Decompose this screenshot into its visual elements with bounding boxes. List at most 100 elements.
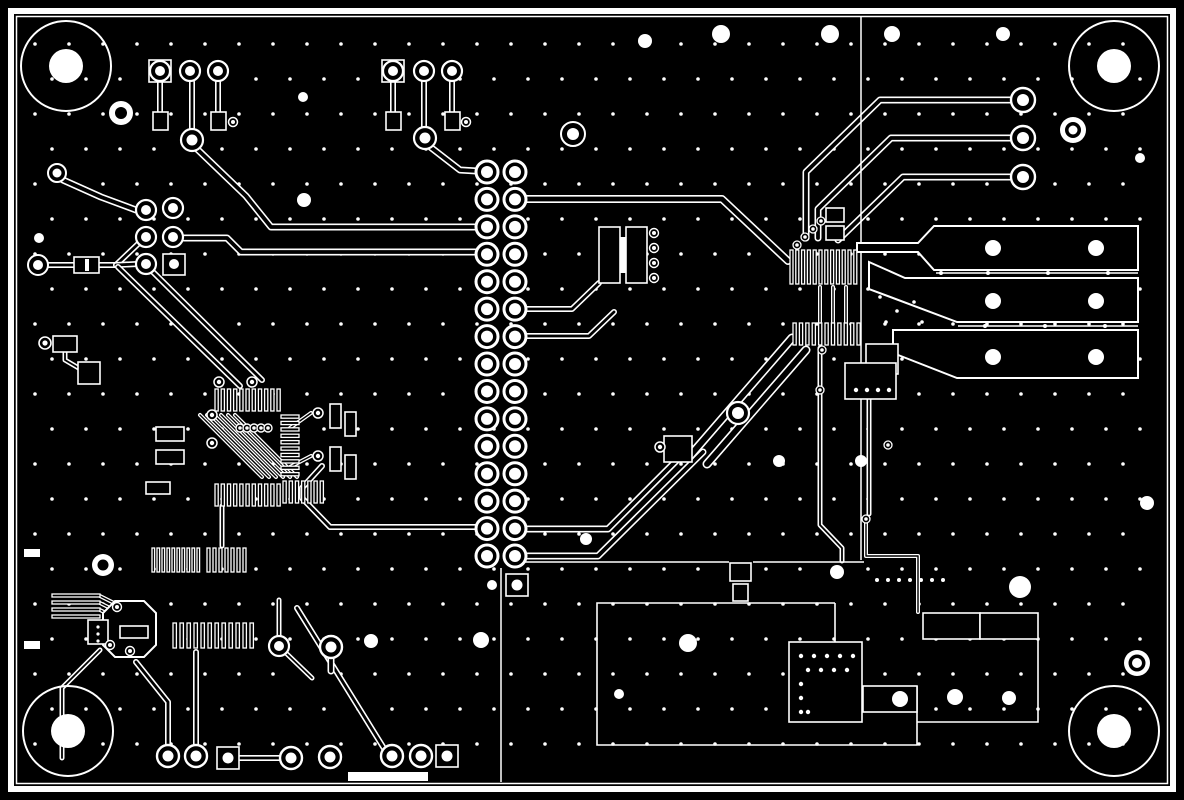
footprint-pin — [257, 388, 263, 412]
stitch-via — [475, 322, 479, 326]
stitch-via — [135, 322, 139, 326]
stitch-via — [288, 147, 292, 151]
footprint-pin — [263, 483, 269, 507]
stitch-via — [696, 497, 700, 501]
stitch-via — [33, 532, 37, 536]
stitch-via — [339, 182, 343, 186]
drill-hole — [985, 240, 1001, 256]
stitch-via — [1053, 322, 1057, 326]
connector-pad-hole — [481, 220, 493, 233]
connector-pad-hole — [509, 522, 521, 535]
stitch-via — [339, 742, 343, 746]
stitch-via — [1070, 217, 1074, 221]
stitch-via — [679, 392, 683, 396]
stitch-via — [764, 357, 768, 361]
stitch-via — [628, 357, 632, 361]
connector-pad-hole — [509, 330, 521, 343]
stitch-via — [968, 707, 972, 711]
donut-via-ring — [115, 107, 127, 119]
stitch-via — [373, 532, 377, 536]
stitch-via — [832, 77, 836, 81]
stitch-via — [237, 112, 241, 116]
footprint-pin — [214, 483, 219, 507]
drill-hole — [895, 309, 899, 313]
footprint-pin — [218, 547, 223, 573]
component-outline — [825, 207, 845, 223]
trace-core — [199, 414, 263, 478]
stitch-via — [679, 182, 683, 186]
connector-pad-hole — [481, 440, 493, 453]
stitch-via — [764, 707, 768, 711]
stitch-via — [118, 287, 122, 291]
stitch-via — [339, 602, 343, 606]
stitch-via — [169, 532, 173, 536]
stitch-via — [305, 462, 309, 466]
stitch-via — [475, 672, 479, 676]
stitch-via — [101, 322, 105, 326]
stitch-via — [441, 392, 445, 396]
stitch-via — [203, 602, 207, 606]
stitch-via — [220, 287, 224, 291]
pad-hole — [155, 66, 165, 76]
stitch-via — [764, 427, 768, 431]
stitch-via — [594, 497, 598, 501]
stitch-via — [458, 357, 462, 361]
footprint-pin — [841, 249, 846, 285]
pad-hole — [186, 134, 198, 146]
drill-hole — [805, 709, 811, 715]
pad-hole — [657, 444, 663, 450]
stitch-via — [33, 322, 37, 326]
stitch-via — [849, 182, 853, 186]
stitch-via — [951, 462, 955, 466]
pad-hole — [1017, 171, 1029, 183]
stitch-via — [390, 147, 394, 151]
stitch-via — [798, 497, 802, 501]
stitch-via — [900, 637, 904, 641]
stitch-via — [288, 707, 292, 711]
stitch-via — [288, 77, 292, 81]
pad-hole — [209, 440, 215, 446]
stitch-via — [543, 462, 547, 466]
stitch-via — [764, 217, 768, 221]
stitch-via — [560, 497, 564, 501]
stitch-via — [1036, 147, 1040, 151]
stitch-via — [730, 147, 734, 151]
stitch-via — [1087, 532, 1091, 536]
stitch-via — [33, 112, 37, 116]
stitch-via — [50, 637, 54, 641]
stitch-via — [526, 147, 530, 151]
stitch-via — [526, 637, 530, 641]
stitch-via — [152, 497, 156, 501]
stitch-via — [730, 77, 734, 81]
stitch-via — [1121, 532, 1125, 536]
stitch-via — [1121, 112, 1125, 116]
pad-hole — [820, 348, 824, 352]
trace-core — [61, 178, 138, 212]
stitch-via — [305, 322, 309, 326]
stitch-via — [764, 287, 768, 291]
stitch-via — [798, 77, 802, 81]
stitch-via — [1104, 497, 1108, 501]
trace-core — [213, 414, 277, 478]
stitch-via — [118, 567, 122, 571]
drill-hole — [1088, 349, 1104, 365]
stitch-via — [407, 112, 411, 116]
stitch-via — [560, 567, 564, 571]
stitch-via — [1121, 322, 1125, 326]
pad-hole — [274, 641, 284, 651]
stitch-via — [985, 602, 989, 606]
component-outline — [825, 225, 845, 241]
stitch-via — [1053, 182, 1057, 186]
stitch-via — [339, 42, 343, 46]
drill-hole — [487, 580, 497, 590]
stitch-via — [645, 112, 649, 116]
stitch-via — [84, 497, 88, 501]
stitch-via — [339, 532, 343, 536]
stitch-via — [424, 427, 428, 431]
stitch-via — [1019, 602, 1023, 606]
stitch-via — [764, 147, 768, 151]
stitch-via — [407, 322, 411, 326]
stitch-via — [611, 112, 615, 116]
stitch-via — [917, 182, 921, 186]
stitch-via — [101, 532, 105, 536]
